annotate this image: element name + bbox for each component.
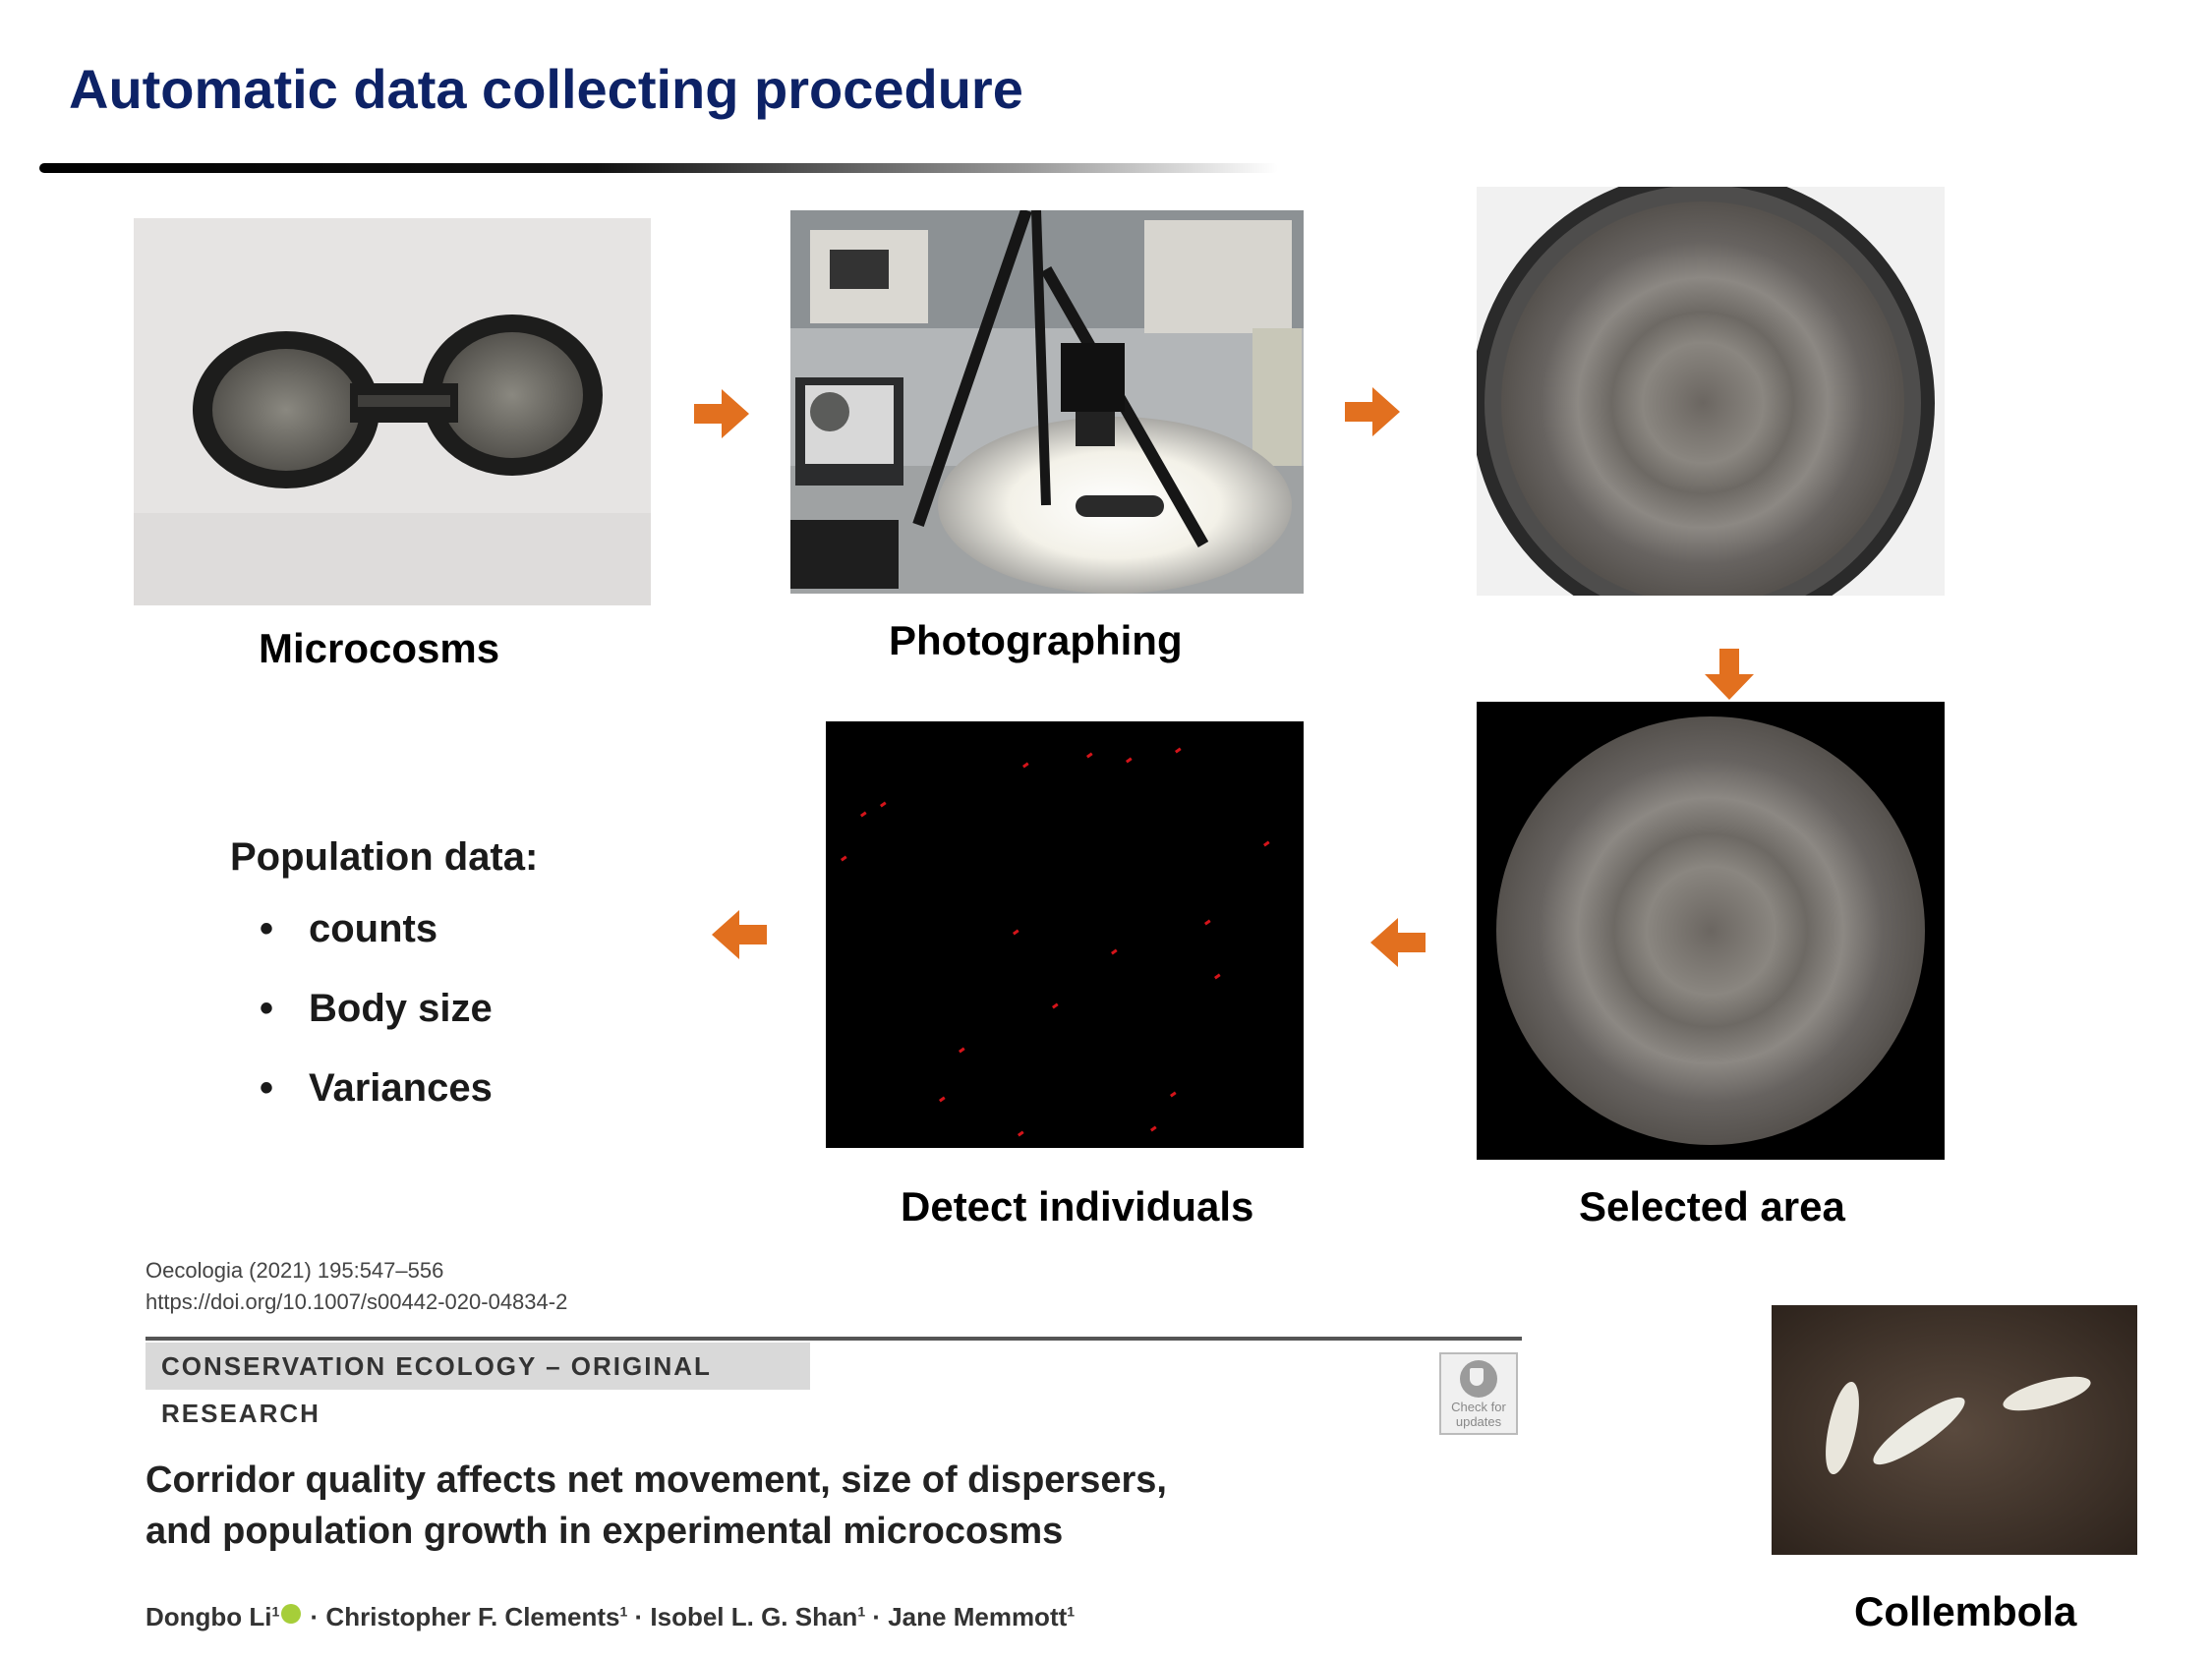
detected-individual [1125, 757, 1133, 764]
paper-header: Oecologia (2021) 195:547–556 https://doi… [146, 1258, 1522, 1651]
title-divider [39, 163, 1278, 173]
selected-area-photo [1477, 702, 1945, 1160]
author-affiliation: 1 [1067, 1603, 1076, 1620]
population-data-list: Population data: counts Body size Varian… [230, 835, 538, 1146]
author-name: Isobel L. G. Shan [650, 1602, 858, 1631]
paper-doi[interactable]: https://doi.org/10.1007/s00442-020-04834… [146, 1289, 568, 1314]
paper-divider [146, 1337, 1522, 1341]
detected-individual [1051, 1002, 1059, 1009]
detected-individual [1149, 1125, 1157, 1132]
arrow-right-icon [694, 389, 749, 438]
arrow-down-icon [1705, 649, 1754, 700]
detected-individual [841, 855, 847, 862]
petri-dish-photo [1477, 187, 1945, 596]
population-item: Variances [260, 1066, 538, 1111]
journal-citation: Oecologia (2021) 195:547–556 [146, 1258, 444, 1283]
paper-title-line: Corridor quality affects net movement, s… [146, 1459, 1167, 1501]
detected-individual [1262, 840, 1270, 847]
caption-photographing: Photographing [889, 617, 1183, 663]
detected-individual [1203, 919, 1211, 926]
detected-individual [939, 1096, 946, 1103]
detected-individual [1110, 948, 1118, 955]
detection-image [826, 721, 1304, 1148]
paper-title: Corridor quality affects net movement, s… [146, 1455, 1227, 1557]
caption-collembola: Collembola [1854, 1588, 2077, 1634]
detected-individual [1022, 762, 1029, 769]
author-affiliation: 1 [271, 1603, 280, 1620]
population-item: counts [260, 907, 538, 951]
author-name: Dongbo Li [146, 1602, 272, 1631]
author-name: Jane Memmott [888, 1602, 1068, 1631]
detected-individual [1085, 752, 1093, 759]
check-for-updates-label: Check for updates [1451, 1400, 1506, 1429]
orcid-icon[interactable] [281, 1604, 302, 1624]
detected-individual [1017, 1130, 1024, 1137]
caption-microcosms: Microcosms [259, 625, 500, 671]
paper-title-line: and population growth in experimental mi… [146, 1511, 1064, 1552]
detected-individual [1174, 747, 1182, 754]
detected-individual [860, 811, 867, 818]
author-name: Christopher F. Clements [325, 1602, 620, 1631]
collembola-photo [1772, 1305, 2137, 1555]
arrow-right-icon [1345, 387, 1400, 436]
detected-individual [1169, 1091, 1177, 1098]
arrow-left-icon [1370, 918, 1426, 967]
population-heading: Population data: [230, 835, 539, 879]
detected-individual [959, 1047, 965, 1054]
arrow-left-icon [712, 910, 767, 959]
author-affiliation: 1 [619, 1603, 628, 1620]
check-for-updates-icon[interactable]: Check for updates [1439, 1352, 1518, 1435]
detected-individual [1213, 973, 1221, 980]
slide-title: Automatic data collecting procedure [69, 58, 1023, 120]
paper-category: CONSERVATION ECOLOGY – ORIGINAL RESEARCH [146, 1343, 810, 1428]
population-item: Body size [260, 987, 538, 1031]
author-affiliation: 1 [857, 1603, 866, 1620]
caption-detect-individuals: Detect individuals [901, 1183, 1254, 1230]
detected-individual [1012, 929, 1019, 936]
paper-authors: Dongbo Li1 · Christopher F. Clements1 · … [146, 1602, 1076, 1631]
photographing-photo [790, 210, 1304, 594]
detected-individual [880, 801, 887, 808]
caption-selected-area: Selected area [1579, 1183, 1845, 1230]
microcosms-photo [134, 218, 651, 605]
